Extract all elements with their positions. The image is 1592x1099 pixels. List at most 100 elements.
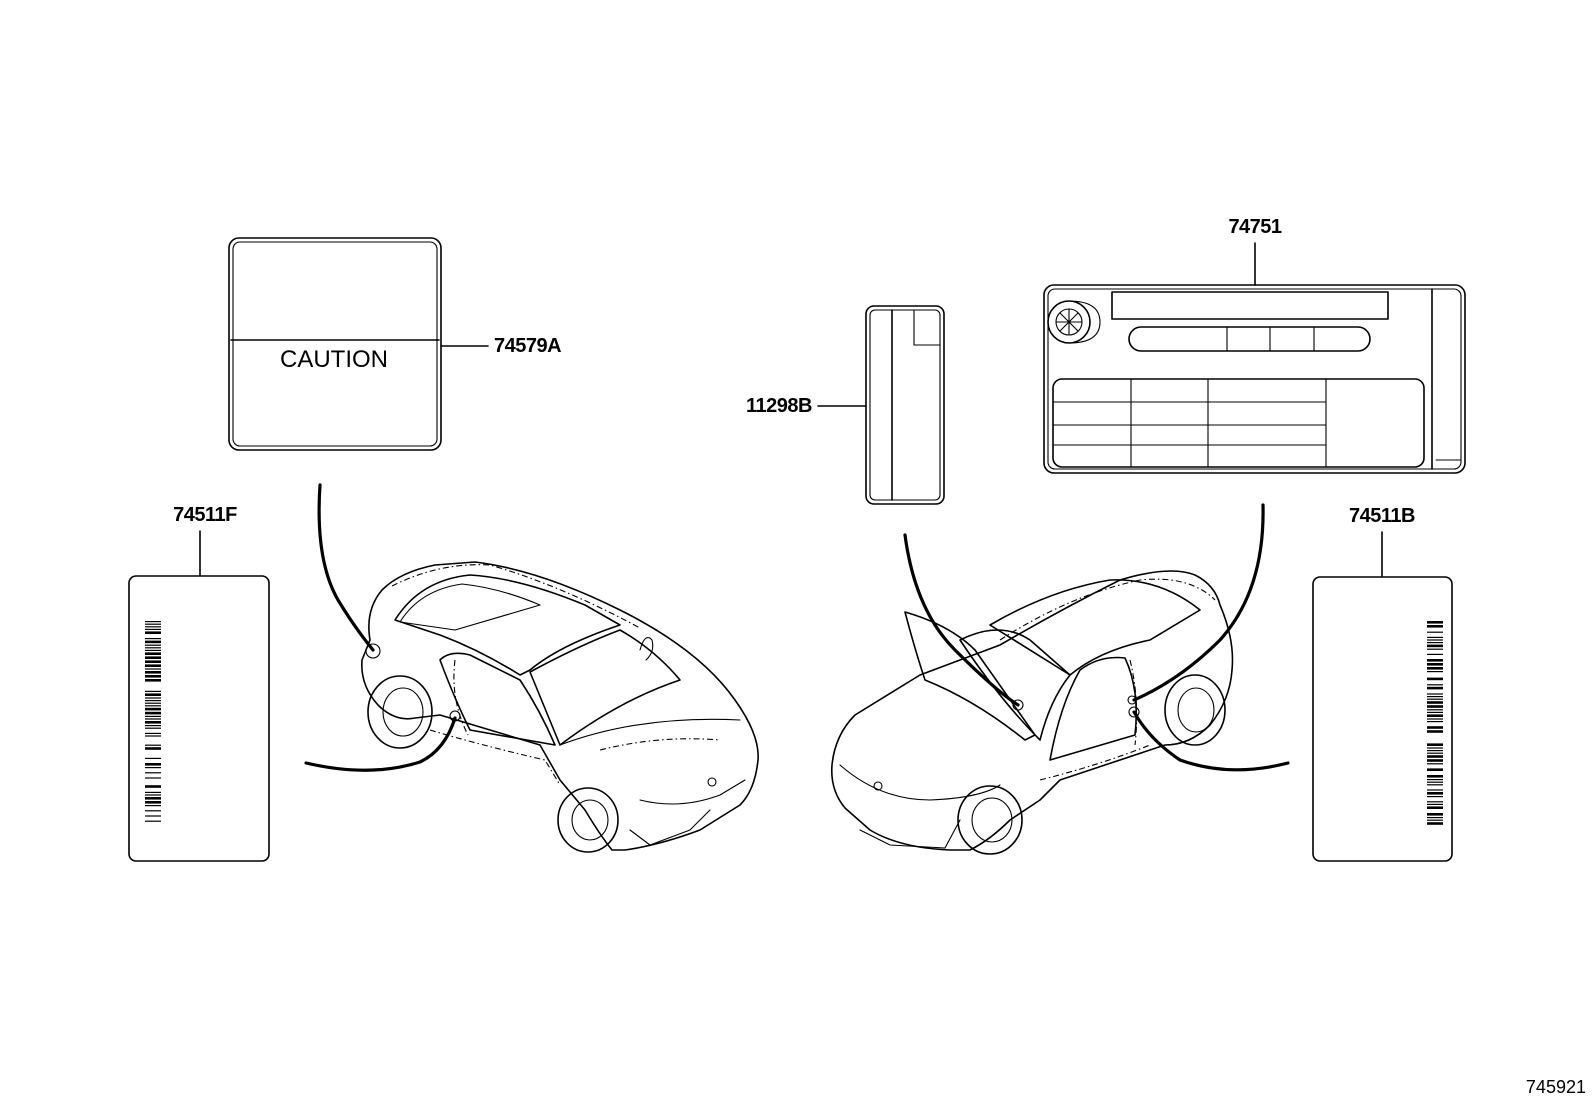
barcode-stripe <box>145 721 161 724</box>
barcode-stripe <box>145 732 161 734</box>
barcode-stripe <box>145 718 161 720</box>
barcode-stripe <box>145 707 161 711</box>
barcode-stripe <box>145 638 161 640</box>
barcode-stripe <box>1427 759 1443 762</box>
barcode-stripe <box>1427 625 1443 628</box>
arrow-74751-to-vehicle <box>1132 503 1265 702</box>
barcode-stripe <box>145 757 161 759</box>
barcode-stripe <box>1427 747 1443 749</box>
part-number-74751[interactable]: 74751 <box>1228 216 1282 238</box>
barcode-stripe <box>145 628 161 630</box>
barcode-stripe <box>1427 639 1443 641</box>
barcode-stripe <box>1427 671 1443 673</box>
tire-info-label-74751[interactable] <box>1043 284 1466 474</box>
barcode-stripe <box>1427 705 1443 708</box>
barcode-stripe <box>145 640 161 644</box>
barcode-stripe <box>145 693 161 696</box>
arrow-74579A-to-vehicle <box>317 483 375 652</box>
barcode-label-74511B[interactable] <box>1312 576 1453 862</box>
barcode-stripe <box>145 631 161 634</box>
barcode-stripe <box>1427 721 1443 723</box>
part-number-74579A[interactable]: 74579A <box>494 335 562 357</box>
barcode-stripe <box>1427 642 1443 644</box>
label-11298B[interactable] <box>865 305 945 505</box>
barcode-stripe <box>145 785 161 788</box>
barcode-stripe <box>145 725 161 727</box>
barcode-stripe <box>145 679 161 682</box>
barcode-stripe <box>1427 792 1443 795</box>
barcode-stripe <box>1427 743 1443 746</box>
barcode-stripe <box>1427 718 1443 720</box>
barcode-stripe <box>145 763 161 766</box>
caution-text: CAUTION <box>280 346 388 373</box>
caution-label-74579A[interactable]: CAUTION <box>228 237 442 451</box>
part-number-74511F[interactable]: 74511F <box>173 504 238 526</box>
barcode-stripe <box>145 767 161 769</box>
barcode-stripe <box>1427 684 1443 686</box>
barcode-stripe <box>145 647 161 649</box>
barcode-stripe <box>145 664 161 667</box>
barcode-stripe <box>145 697 161 699</box>
barcode-stripe <box>1427 819 1443 821</box>
barcode-stripe <box>145 815 161 817</box>
barcode-stripe <box>145 675 161 678</box>
barcode-stripe <box>1427 755 1443 758</box>
barcode-icon <box>145 621 161 822</box>
barcode-stripe <box>145 801 161 804</box>
barcode-stripe <box>1427 663 1443 666</box>
barcode-stripe <box>145 702 161 704</box>
barcode-stripe <box>1427 768 1443 771</box>
barcode-stripe <box>145 621 161 623</box>
barcode-stripe <box>145 777 161 779</box>
barcode-stripe <box>145 820 161 822</box>
barcode-stripe <box>145 656 161 659</box>
barcode-stripe <box>1427 711 1443 713</box>
barcode-stripe <box>145 727 161 729</box>
barcode-stripe <box>145 652 161 655</box>
barcode-stripe <box>1427 714 1443 717</box>
barcode-stripe <box>1427 763 1443 765</box>
barcode-stripe <box>1427 796 1443 798</box>
barcode-stripe <box>1427 775 1443 778</box>
drawing-number: 745921 <box>1526 1077 1586 1097</box>
barcode-stripe <box>1427 817 1443 819</box>
barcode-stripe <box>145 747 161 750</box>
barcode-stripe <box>1427 781 1443 783</box>
barcode-stripe <box>145 810 161 812</box>
part-number-74511B[interactable]: 74511B <box>1349 505 1416 527</box>
vehicle-rear-view-drawing <box>361 561 759 853</box>
barcode-stripe <box>1427 784 1443 786</box>
arrow-74511B-to-vehicle <box>1132 710 1290 772</box>
barcode-stripe <box>1427 801 1443 803</box>
barcode-stripe <box>1427 752 1443 754</box>
barcode-stripe <box>1427 726 1443 729</box>
barcode-stripe <box>145 644 161 646</box>
barcode-stripe <box>145 700 161 702</box>
barcode-stripe <box>1427 789 1443 791</box>
barcode-stripe <box>145 744 161 746</box>
vehicle-front-view-drawing <box>830 570 1234 855</box>
barcode-stripe <box>1427 813 1443 816</box>
barcode-stripe <box>1427 806 1443 809</box>
barcode-stripe <box>145 668 161 670</box>
barcode-stripe <box>145 711 161 715</box>
barcode-stripe <box>1427 644 1443 648</box>
barcode-stripe <box>145 772 161 774</box>
part-number-11298B[interactable]: 11298B <box>746 395 813 417</box>
barcode-stripe <box>145 690 161 692</box>
barcode-icon <box>1427 621 1443 825</box>
barcode-stripe <box>1427 659 1443 662</box>
barcode-stripe <box>145 735 161 737</box>
barcode-stripe <box>145 671 161 674</box>
barcode-stripe <box>1427 653 1443 655</box>
arrow-74511F-to-vehicle <box>304 716 457 772</box>
barcode-label-74511F[interactable] <box>128 575 270 862</box>
barcode-stripe <box>1427 667 1443 670</box>
barcode-stripe <box>1427 686 1443 690</box>
barcode-stripe <box>1427 750 1443 752</box>
arrow-11298B-to-vehicle <box>903 533 1020 707</box>
tire-icon <box>1047 300 1101 344</box>
barcode-stripe <box>1427 803 1443 805</box>
barcode-stripe <box>145 791 161 793</box>
barcode-stripe <box>145 715 161 717</box>
